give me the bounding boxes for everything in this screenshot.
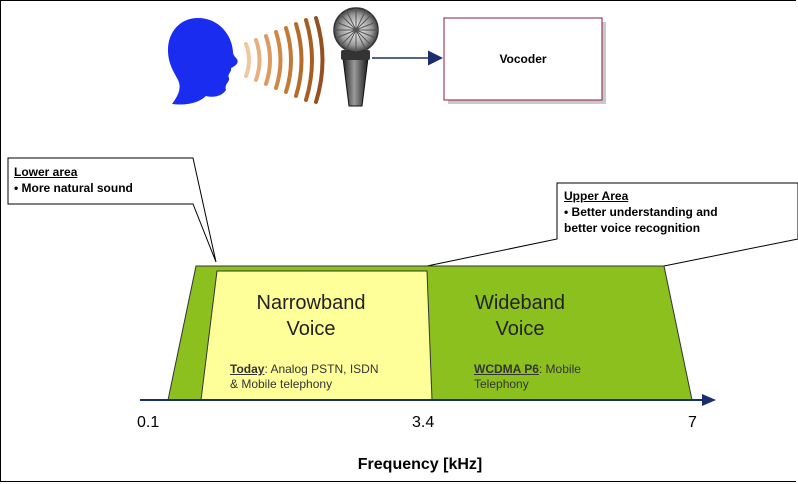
upper-area-bullet-line1: • Better understanding and xyxy=(564,205,718,219)
wideband-desc-line2: Telephony xyxy=(474,377,529,391)
narrowband-desc-line2: & Mobile telephony xyxy=(230,377,333,391)
narrowband-title-line1: Narrowband xyxy=(256,292,366,314)
narrowband-description: Today: Analog PSTN, ISDN & Mobile teleph… xyxy=(230,362,379,392)
narrowband-title: Narrowband Voice xyxy=(206,290,416,342)
wideband-title: Wideband Voice xyxy=(440,290,600,342)
upper-area-bullet-line2: better voice recognition xyxy=(564,221,701,235)
tick-label-7: 7 xyxy=(688,414,697,431)
axis-title: Frequency [kHz] xyxy=(357,456,483,473)
tick-label-0-1: 0.1 xyxy=(137,414,160,431)
tick-label-3-4: 3.4 xyxy=(412,414,435,431)
speaking-head-icon xyxy=(168,18,238,105)
upper-area-text: Upper Area • Better understanding and be… xyxy=(564,188,718,236)
lower-area-title: Lower area xyxy=(14,165,78,179)
upper-area-title: Upper Area xyxy=(564,189,629,203)
narrowband-title-line2: Voice xyxy=(286,318,336,340)
microphone-icon xyxy=(333,7,379,107)
lower-area-bullet: • More natural sound xyxy=(14,181,133,195)
lower-area-callout xyxy=(7,157,217,263)
sound-waves-icon xyxy=(244,16,325,104)
wideband-desc-label: WCDMA P6 xyxy=(474,362,539,376)
vocoder-box xyxy=(443,17,603,101)
wideband-title-line1: Wideband xyxy=(474,292,566,314)
narrowband-desc-text: : Analog PSTN, ISDN xyxy=(264,362,379,376)
wideband-desc-text: : Mobile xyxy=(538,362,581,376)
axis-arrowhead-icon xyxy=(702,394,716,406)
vocoder-label: Vocoder xyxy=(499,52,547,66)
narrowband-desc-label: Today xyxy=(230,362,265,376)
wideband-description: WCDMA P6: Mobile Telephony xyxy=(474,362,581,392)
lower-area-text: Lower area • More natural sound xyxy=(14,164,133,196)
wideband-title-line2: Voice xyxy=(495,318,545,340)
